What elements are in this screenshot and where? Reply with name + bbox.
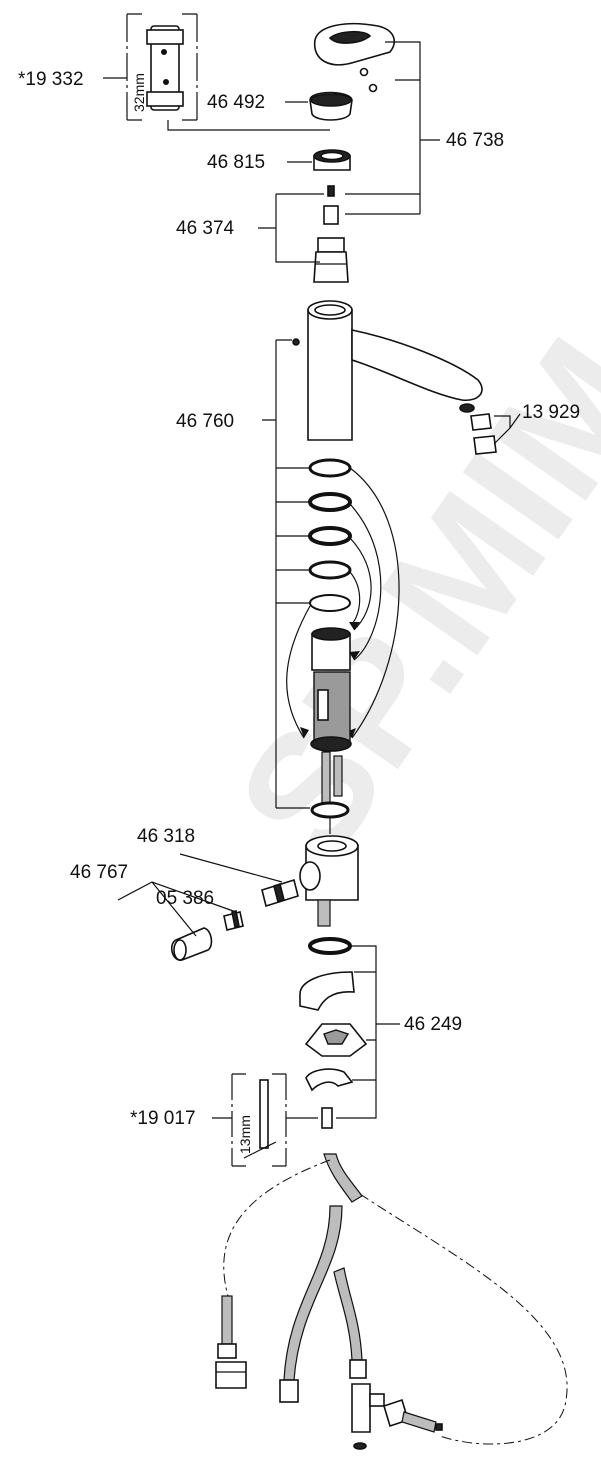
part-label-46738: 46 738 [446,130,504,151]
part-label-46760: 46 760 [176,411,234,432]
part-label-46318: 46 318 [137,826,195,847]
part-label-19017: *19 017 [130,1108,196,1129]
tool-19017-box [231,1073,287,1167]
part-label-46815: 46 815 [207,152,265,173]
supply-hose-left [215,1295,247,1389]
hose-routing-left [223,1159,331,1297]
part-label-46767: 46 767 [70,862,128,883]
part-label-05386: 05 386 [156,888,214,909]
hose-routing-right [359,1193,568,1445]
tee-connector [351,1383,385,1450]
part-label-46492: 46 492 [207,92,265,113]
knob-46767 [170,927,213,961]
part-label-46374: 46 374 [176,218,235,239]
mixing-block-46318 [299,835,359,927]
tool-19332-box [126,13,198,121]
shutoff-valve [383,1398,443,1433]
inner-sleeve [310,627,352,813]
tool-19332-size-label: 32mm [131,73,147,112]
nut-46815 [313,149,351,171]
part-label-46249: 46 249 [404,1014,462,1035]
o-rings-stack [308,458,352,612]
o-ring-base [308,937,352,955]
mounting-set-46249 [299,971,368,1129]
faucet-body-46760 [292,300,483,441]
tool-19017-size-label: 13mm [237,1115,253,1154]
pull-out-hose [279,1153,367,1403]
part-label-19332: *19 332 [18,69,84,90]
o-ring-lower [310,801,350,819]
handle-lever [313,22,395,93]
spindle-05386 [223,910,244,931]
part-label-13929: 13 929 [522,402,580,423]
watermark-text: SP.MIM [201,306,601,892]
aerator-13929 [459,403,497,455]
cap-46492 [309,91,353,121]
valve-46318 [261,878,299,908]
cartridge-46374 [313,185,349,283]
